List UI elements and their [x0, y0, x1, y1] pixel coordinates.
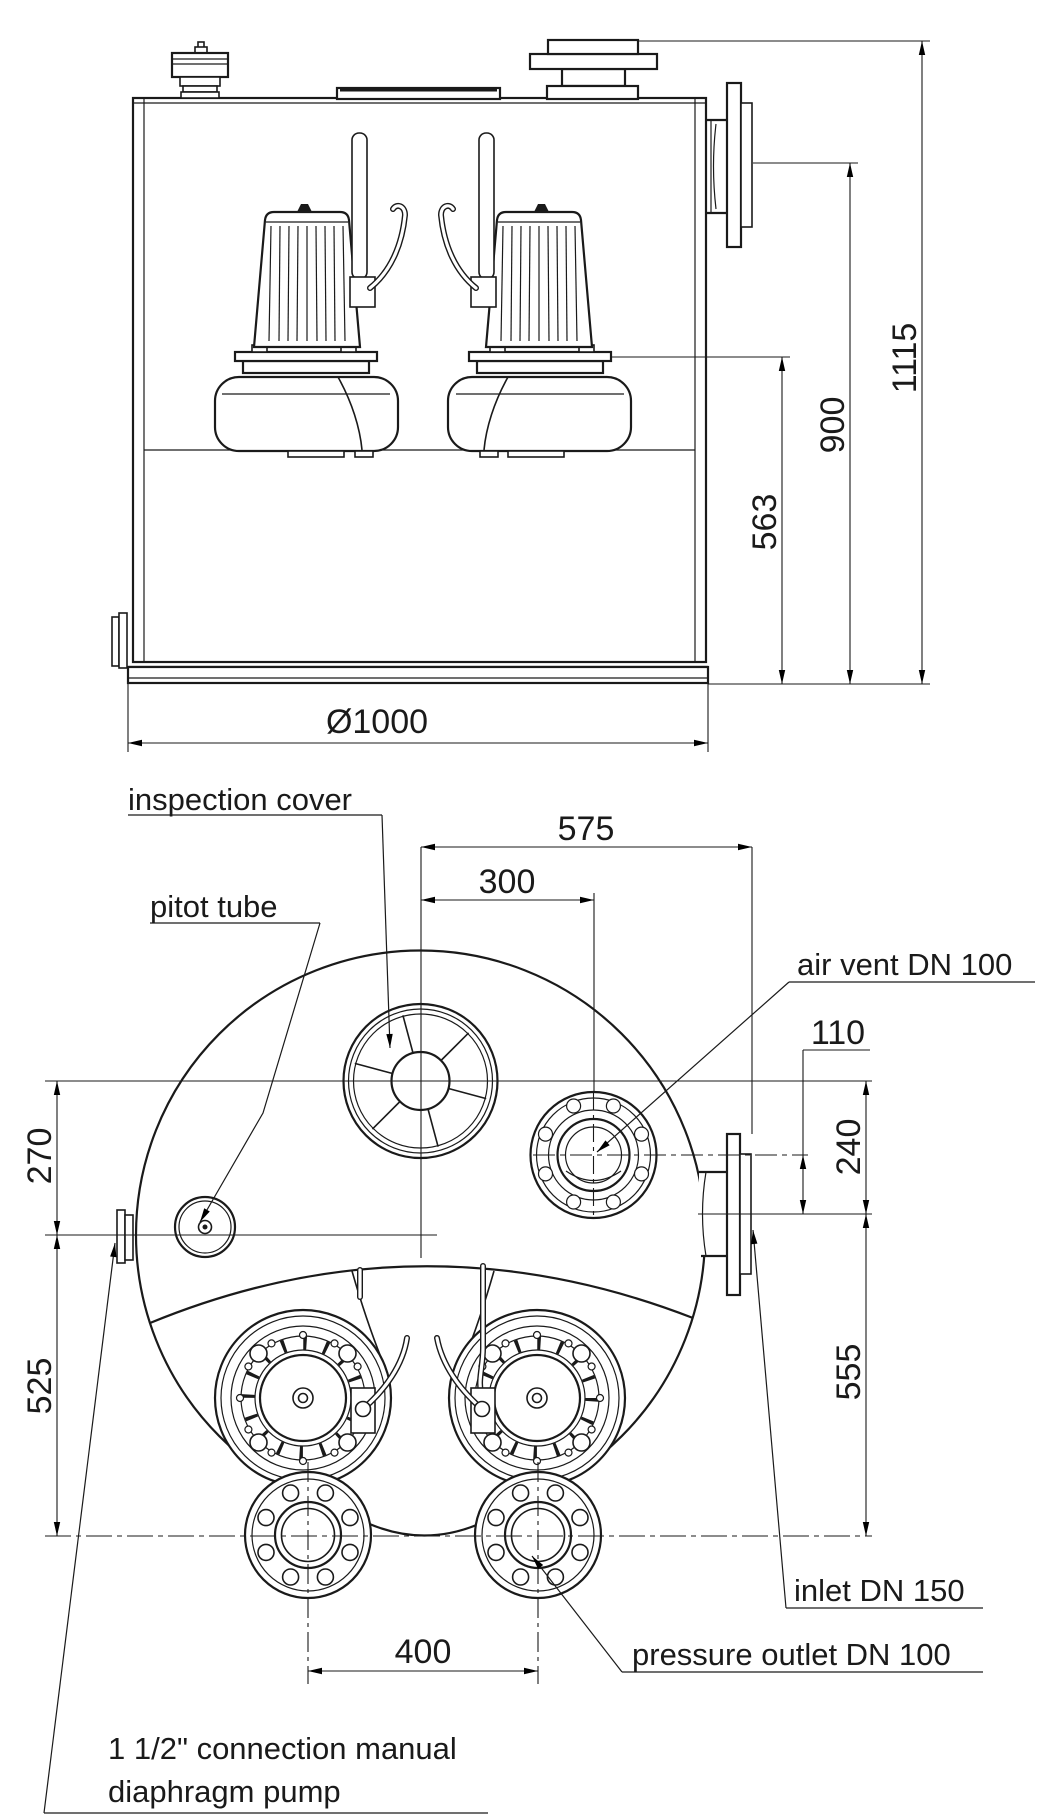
- dome-arc: [149, 1265, 694, 1325]
- label-inspection-cover: inspection cover: [128, 782, 352, 817]
- plan-view: 575 300 110 240 555 270 525: [21, 782, 1035, 1814]
- front-dimensions: 563 900 1115 Ø1000: [127, 40, 930, 752]
- pitot-tube-plan: [173, 1195, 237, 1259]
- label-pressure-outlet: pressure outlet DN 100: [632, 1637, 951, 1672]
- dim-555: 555: [830, 1344, 868, 1401]
- dim-525: 525: [21, 1358, 59, 1415]
- pump-cables-plan: [350, 1263, 496, 1434]
- cable-guard: [478, 132, 495, 280]
- cover-spokes: [354, 1015, 487, 1147]
- inspection-cover-front: [335, 86, 502, 101]
- dim-1115: 1115: [886, 323, 924, 394]
- dim-575: 575: [558, 810, 615, 848]
- dim-270: 270: [21, 1128, 59, 1185]
- motor-fins: [500, 225, 578, 342]
- right-pump-front: [437, 132, 633, 458]
- dim-240: 240: [830, 1119, 868, 1176]
- dim-diameter: Ø1000: [326, 703, 428, 741]
- label-air-vent: air vent DN 100: [797, 947, 1012, 982]
- left-pump-front: [213, 132, 409, 458]
- inlet-flange-front: [706, 81, 753, 249]
- label-inlet: inlet DN 150: [794, 1573, 965, 1608]
- dim-110: 110: [811, 1014, 865, 1052]
- plan-annotations: inspection cover pitot tube air vent DN …: [43, 782, 1035, 1814]
- plan-dimensions: 575 300 110 240 555 270 525: [21, 810, 870, 1675]
- plan-centerlines: [45, 847, 872, 1684]
- label-pitot-tube: pitot tube: [150, 889, 278, 924]
- front-view: 563 900 1115 Ø1000: [111, 38, 930, 752]
- diaphragm-connection-plan: [116, 1209, 134, 1264]
- motor-knob: [297, 204, 312, 212]
- cable-guard: [351, 132, 368, 280]
- label-diaphragm-line2: diaphragm pump: [108, 1774, 341, 1809]
- motor-fins: [268, 225, 346, 342]
- dim-300: 300: [479, 863, 536, 901]
- diaphragm-connection-front: [111, 612, 128, 669]
- dim-900: 900: [814, 397, 852, 454]
- motor-knob: [534, 204, 549, 212]
- pitot-cap-front: [170, 41, 230, 99]
- air-vent-flange-front: [528, 38, 659, 101]
- dim-400: 400: [395, 1633, 452, 1671]
- dim-563: 563: [746, 494, 784, 551]
- label-diaphragm-line1: 1 1/2" connection manual: [108, 1731, 457, 1766]
